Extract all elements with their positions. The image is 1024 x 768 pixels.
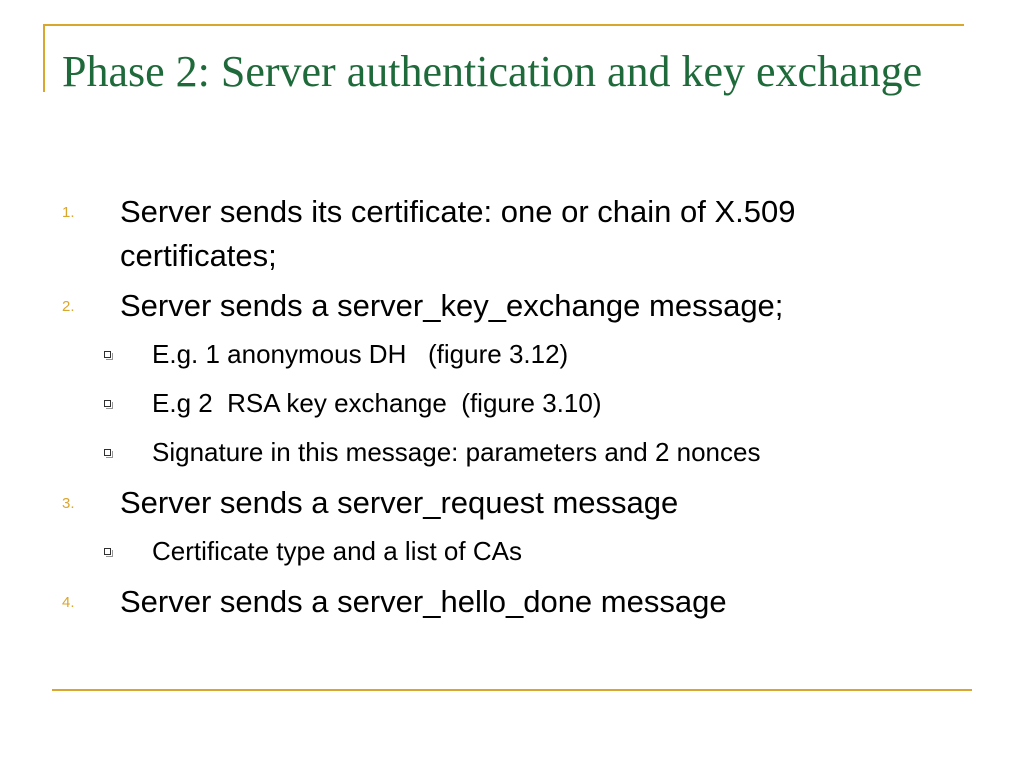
item-text: Server sends its certificate: one or cha… xyxy=(120,194,796,273)
bullet-list: 1. Server sends its certificate: one or … xyxy=(0,190,1024,630)
list-item-2: 2. Server sends a server_key_exchange me… xyxy=(0,284,1024,328)
item-number: 2. xyxy=(62,298,75,315)
sub-item-text: E.g. 1 anonymous DH (figure 3.12) xyxy=(152,339,569,369)
sub-item: Certificate type and a list of CAs xyxy=(0,531,1024,571)
sub-item-text: Certificate type and a list of CAs xyxy=(152,536,522,566)
sub-item: E.g 2 RSA key exchange (figure 3.10) xyxy=(0,383,1024,423)
square-bullet-icon xyxy=(104,548,113,557)
slide-title: Phase 2: Server authentication and key e… xyxy=(62,47,923,96)
item-number: 1. xyxy=(62,204,75,221)
item-text: Server sends a server_key_exchange messa… xyxy=(120,288,784,323)
sub-item-text: Signature in this message: parameters an… xyxy=(152,437,761,467)
sub-item: E.g. 1 anonymous DH (figure 3.12) xyxy=(0,334,1024,374)
square-bullet-icon xyxy=(104,449,113,458)
list-item-4: 4. Server sends a server_hello_done mess… xyxy=(0,580,1024,624)
square-bullet-icon xyxy=(104,400,113,409)
item-number: 4. xyxy=(62,594,75,611)
frame-top-line xyxy=(43,24,964,26)
item-text: Server sends a server_request message xyxy=(120,485,679,520)
square-bullet-icon xyxy=(104,351,113,360)
item-text: Server sends a server_hello_done message xyxy=(120,584,727,619)
item-number: 3. xyxy=(62,495,75,512)
sub-item-text: E.g 2 RSA key exchange (figure 3.10) xyxy=(152,388,602,418)
frame-bottom-line xyxy=(52,689,972,691)
frame-left-line xyxy=(43,24,45,92)
list-item-3: 3. Server sends a server_request message xyxy=(0,481,1024,525)
sub-item: Signature in this message: parameters an… xyxy=(0,432,1024,472)
list-item-1: 1. Server sends its certificate: one or … xyxy=(0,190,1024,278)
